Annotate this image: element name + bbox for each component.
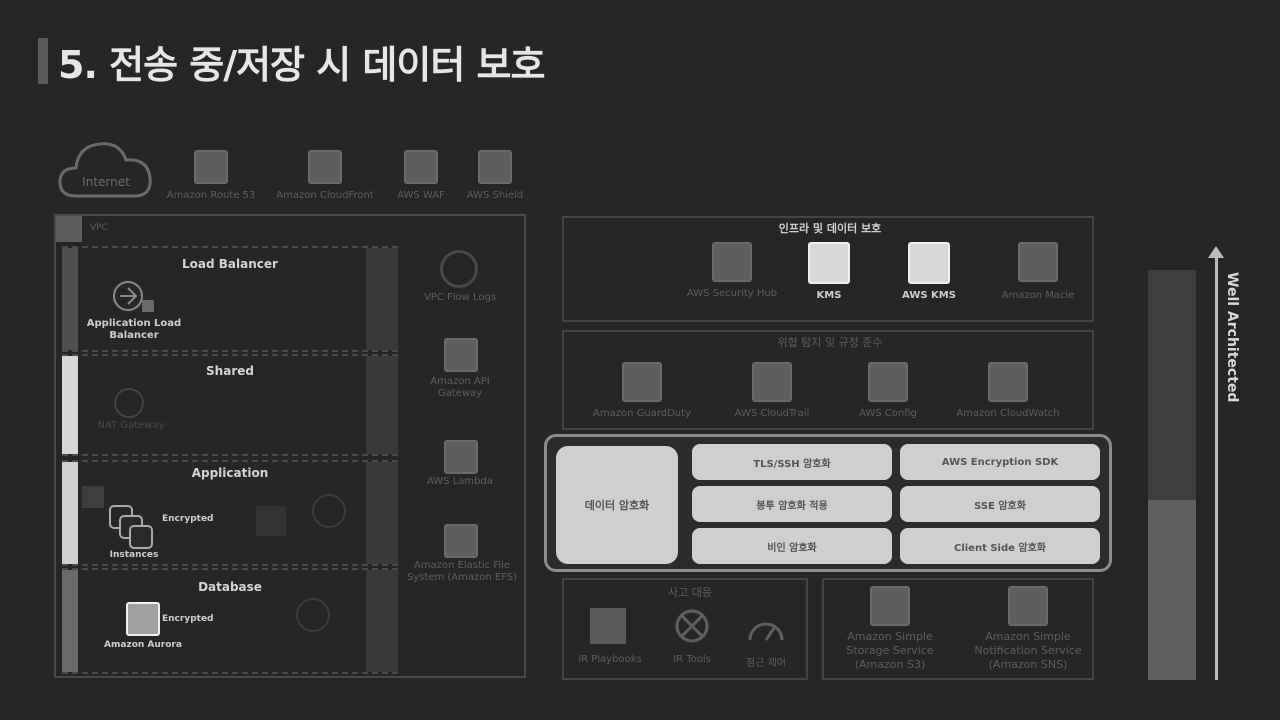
cloudwatch-label: Amazon CloudWatch (956, 408, 1060, 419)
route53-label: Amazon Route 53 (166, 190, 256, 201)
data-encryption-block: 데이터 암호화 (556, 446, 678, 564)
internet-label: Internet (82, 175, 130, 189)
macie-icon (1018, 242, 1058, 282)
load-balancer-icon (113, 281, 154, 312)
access-control-icon (748, 622, 784, 641)
subnet-edge (366, 248, 398, 350)
api-gateway-icon (444, 338, 478, 372)
aws-kms-label: AWS KMS (902, 290, 956, 301)
flow-logs-icon (440, 250, 478, 288)
config-icon (868, 362, 908, 402)
aurora-icon (126, 602, 160, 636)
progress-arrow-line (1215, 256, 1218, 680)
subnet-title: Shared (206, 364, 254, 378)
subnet-strip (62, 462, 78, 564)
route53-icon (194, 150, 228, 184)
ir-tools-icon (675, 609, 709, 643)
vpc-icon (56, 216, 82, 242)
macie-label: Amazon Macie (1001, 290, 1075, 301)
incident-response-panel (562, 578, 808, 680)
instances-icon (109, 505, 153, 549)
cloudwatch-icon (988, 362, 1028, 402)
subnet-strip (62, 356, 78, 454)
title-accent-bar (38, 38, 48, 84)
playbooks-icon (590, 608, 626, 644)
aurora-label: Amazon Aurora (104, 640, 182, 650)
arrow-up-icon (1208, 246, 1224, 258)
kms-key-icon (808, 242, 850, 284)
subnet-title: Application (191, 466, 269, 480)
instances-label: Instances (109, 550, 159, 560)
encryption-pill: TLS/SSH 암호화 (692, 444, 892, 480)
lambda-label: AWS Lambda (427, 476, 493, 487)
autoscaling-icon (82, 486, 104, 508)
ir-panel-title: 사고 대응 (668, 586, 712, 599)
nat-gateway-icon (114, 388, 144, 418)
efs-icon (444, 524, 478, 558)
page-title: 5. 전송 중/저장 시 데이터 보호 (58, 43, 545, 87)
subnet-strip (62, 248, 78, 350)
ir-tools-label: IR Tools (673, 654, 711, 665)
cloudfront-icon (308, 150, 342, 184)
access-control-label: 점근 제어 (746, 658, 786, 669)
encryption-pill: 비인 암호화 (692, 528, 892, 564)
cloudtrail-label: AWS CloudTrail (734, 408, 810, 419)
nat-label: NAT Gateway (97, 420, 165, 431)
waf-label: AWS WAF (397, 190, 445, 201)
config-label: AWS Config (859, 408, 917, 419)
db-encrypted-label: Encrypted (162, 614, 214, 624)
playbooks-label: IR Playbooks (578, 654, 642, 665)
aws-kms-icon (908, 242, 950, 284)
alb-label: Application Load Balancer (86, 318, 182, 341)
cloudtrail-icon (752, 362, 792, 402)
encryption-pill: 봉투 암호화 적용 (692, 486, 892, 522)
db-endpoint-icon (296, 598, 330, 632)
subnet-strip (62, 570, 78, 672)
sns-label: Amazon Simple Notification Service (Amaz… (974, 630, 1082, 671)
vpc-label: VPC (90, 223, 108, 233)
infra-protection-panel (562, 216, 1094, 322)
shield-icon (478, 150, 512, 184)
storage-notify-panel (822, 578, 1094, 680)
well-architected-fill (1148, 500, 1196, 680)
flow-logs-label: VPC Flow Logs (423, 292, 497, 303)
security-hub-label: AWS Security Hub (686, 288, 778, 299)
security-hub-icon (712, 242, 752, 282)
kms-label: KMS (816, 290, 842, 301)
sns-icon (1008, 586, 1048, 626)
threat-panel-title: 위협 탐지 및 규정 준수 (777, 336, 883, 349)
encrypted-label: Encrypted (162, 514, 214, 524)
encryption-pill: SSE 암호화 (900, 486, 1100, 522)
waf-icon (404, 150, 438, 184)
guardduty-label: Amazon GuardDuty (593, 408, 691, 419)
subnet-title: Database (198, 580, 262, 594)
well-architected-label: Well Architected (1224, 272, 1240, 403)
cloudfront-label: Amazon CloudFront (276, 190, 374, 201)
app-service-icon (256, 506, 286, 536)
encryption-pill: AWS Encryption SDK (900, 444, 1100, 480)
subnet-edge (366, 462, 398, 564)
s3-label: Amazon Simple Storage Service (Amazon S3… (846, 630, 934, 671)
shield-label: AWS Shield (466, 190, 524, 201)
vpc-container (54, 214, 526, 678)
subnet-edge (366, 570, 398, 672)
efs-label: Amazon Elastic File System (Amazon EFS) (406, 560, 518, 583)
api-gateway-label: Amazon API Gateway (430, 376, 490, 399)
guardduty-icon (622, 362, 662, 402)
threat-detection-panel (562, 330, 1094, 430)
app-endpoint-icon (312, 494, 346, 528)
infra-panel-title: 인프라 및 데이터 보호 (778, 222, 882, 235)
s3-icon (870, 586, 910, 626)
encryption-pill: Client Side 암호화 (900, 528, 1100, 564)
subnet-title: Load Balancer (182, 257, 278, 271)
lambda-icon (444, 440, 478, 474)
internet-cloud-icon (58, 142, 152, 198)
subnet-edge (366, 356, 398, 454)
